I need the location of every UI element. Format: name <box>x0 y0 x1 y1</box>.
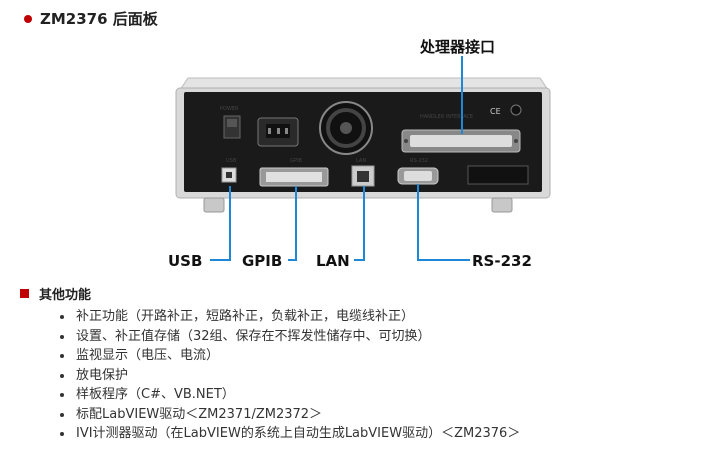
usb-panel-label: USB <box>226 158 237 164</box>
rear-panel-figure: POWER CE HANDLER INTERFACE USB GPIB LAN … <box>168 38 551 270</box>
svg-text:CE: CE <box>490 107 501 116</box>
power-label: POWER <box>220 106 239 112</box>
callout-line-gpib <box>288 186 297 261</box>
list-item: 标配LabVIEW驱动＜ZM2371/ZM2372＞ <box>58 405 520 425</box>
section-header: 其他功能 <box>20 284 91 303</box>
callout-usb: USB <box>168 252 202 270</box>
callout-processor: 处理器接口 <box>419 38 495 56</box>
handler-label: HANDLER INTERFACE <box>420 114 473 120</box>
callout-rs232: RS-232 <box>472 252 532 270</box>
list-item: IVI计测器驱动（在LabVIEW的系统上自动生成LabVIEW驱动）＜ZM23… <box>58 424 520 444</box>
foot-right <box>491 197 513 213</box>
list-item: 样板程序（C#、VB.NET） <box>58 385 520 405</box>
feature-list: 补正功能（开路补正，短路补正，负载补正，电缆线补正） 设置、补正值存储（32组、… <box>58 307 520 444</box>
callout-lan: LAN <box>316 252 350 270</box>
callout-gpib: GPIB <box>242 252 282 270</box>
callout-line-usb <box>210 186 231 261</box>
callout-line-rs232 <box>417 184 470 261</box>
foot-left <box>203 197 225 213</box>
list-item: 设置、补正值存储（32组、保存在不挥发性储存中、可切换） <box>58 327 520 347</box>
rs232-panel-label: RS-232 <box>410 158 428 164</box>
section-square <box>20 289 29 298</box>
lan-panel-label: LAN <box>356 158 366 164</box>
page-title: ZM2376 后面板 <box>24 8 158 29</box>
section-title: 其他功能 <box>39 288 92 303</box>
gpib-panel-label: GPIB <box>290 158 302 164</box>
list-item: 补正功能（开路补正，短路补正，负载补正，电缆线补正） <box>58 307 520 327</box>
power-switch-rocker <box>227 119 237 127</box>
list-item: 放电保护 <box>58 366 520 386</box>
bullet-dot <box>24 14 32 23</box>
page-title-text: ZM2376 后面板 <box>40 10 158 28</box>
label-plate <box>467 165 529 185</box>
list-item: 监视显示（电压、电流） <box>58 346 520 366</box>
callout-line-lan <box>354 186 365 261</box>
